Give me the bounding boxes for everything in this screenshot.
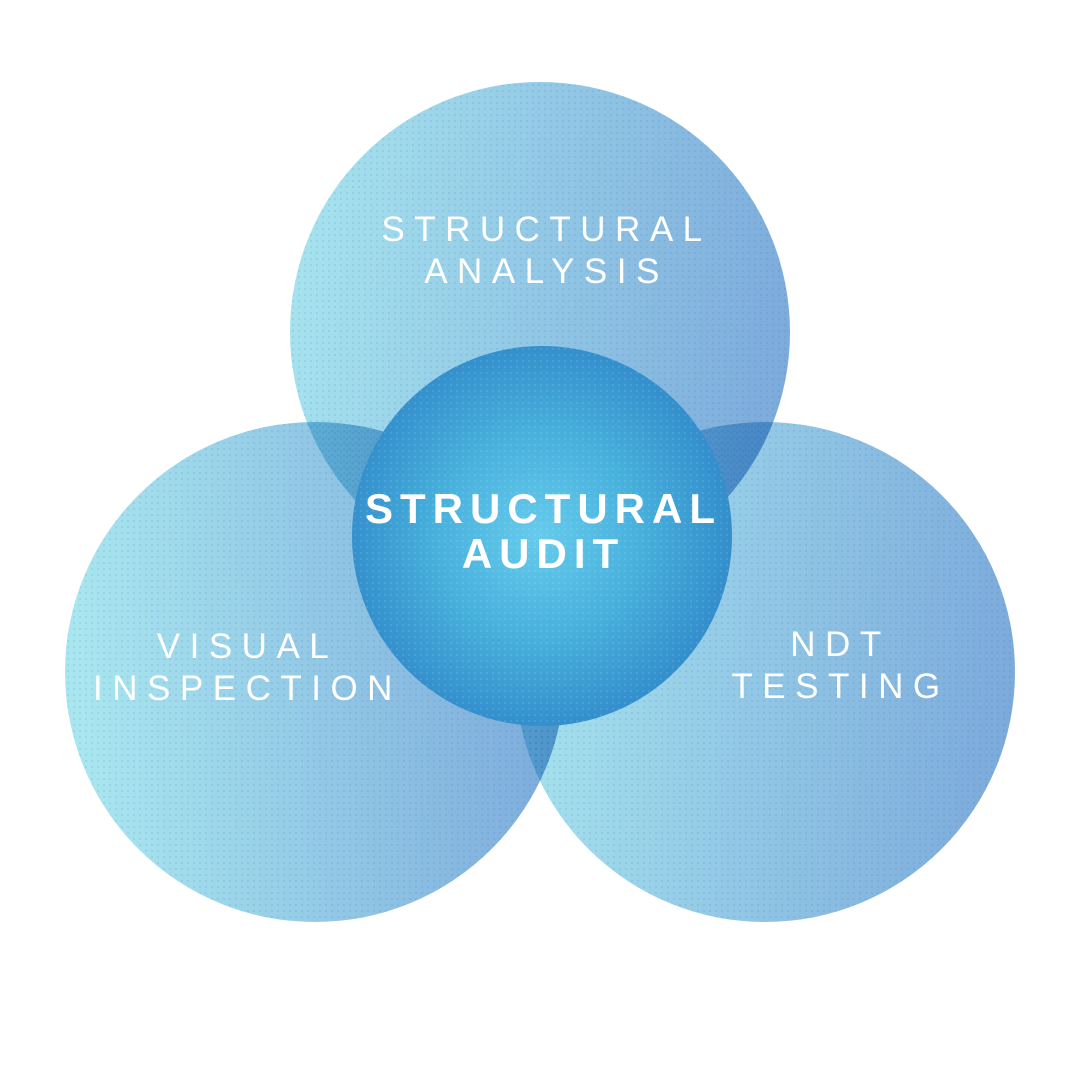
label-line: VISUAL <box>156 627 339 666</box>
label-line: STRUCTURAL <box>381 210 712 249</box>
label-line: ANALYSIS <box>424 252 669 291</box>
label-visual-inspection: VISUAL INSPECTION <box>0 626 493 710</box>
label-structural-audit: STRUCTURAL AUDIT <box>290 486 790 576</box>
label-line: STRUCTURAL <box>365 485 722 532</box>
label-line: TESTING <box>731 667 950 706</box>
circle-structural-audit <box>352 346 732 726</box>
label-line: AUDIT <box>461 530 626 577</box>
label-line: NDT <box>790 625 891 664</box>
label-line: INSPECTION <box>93 669 402 708</box>
label-structural-analysis: STRUCTURAL ANALYSIS <box>292 209 792 293</box>
label-ndt-testing: NDT TESTING <box>586 624 1080 708</box>
